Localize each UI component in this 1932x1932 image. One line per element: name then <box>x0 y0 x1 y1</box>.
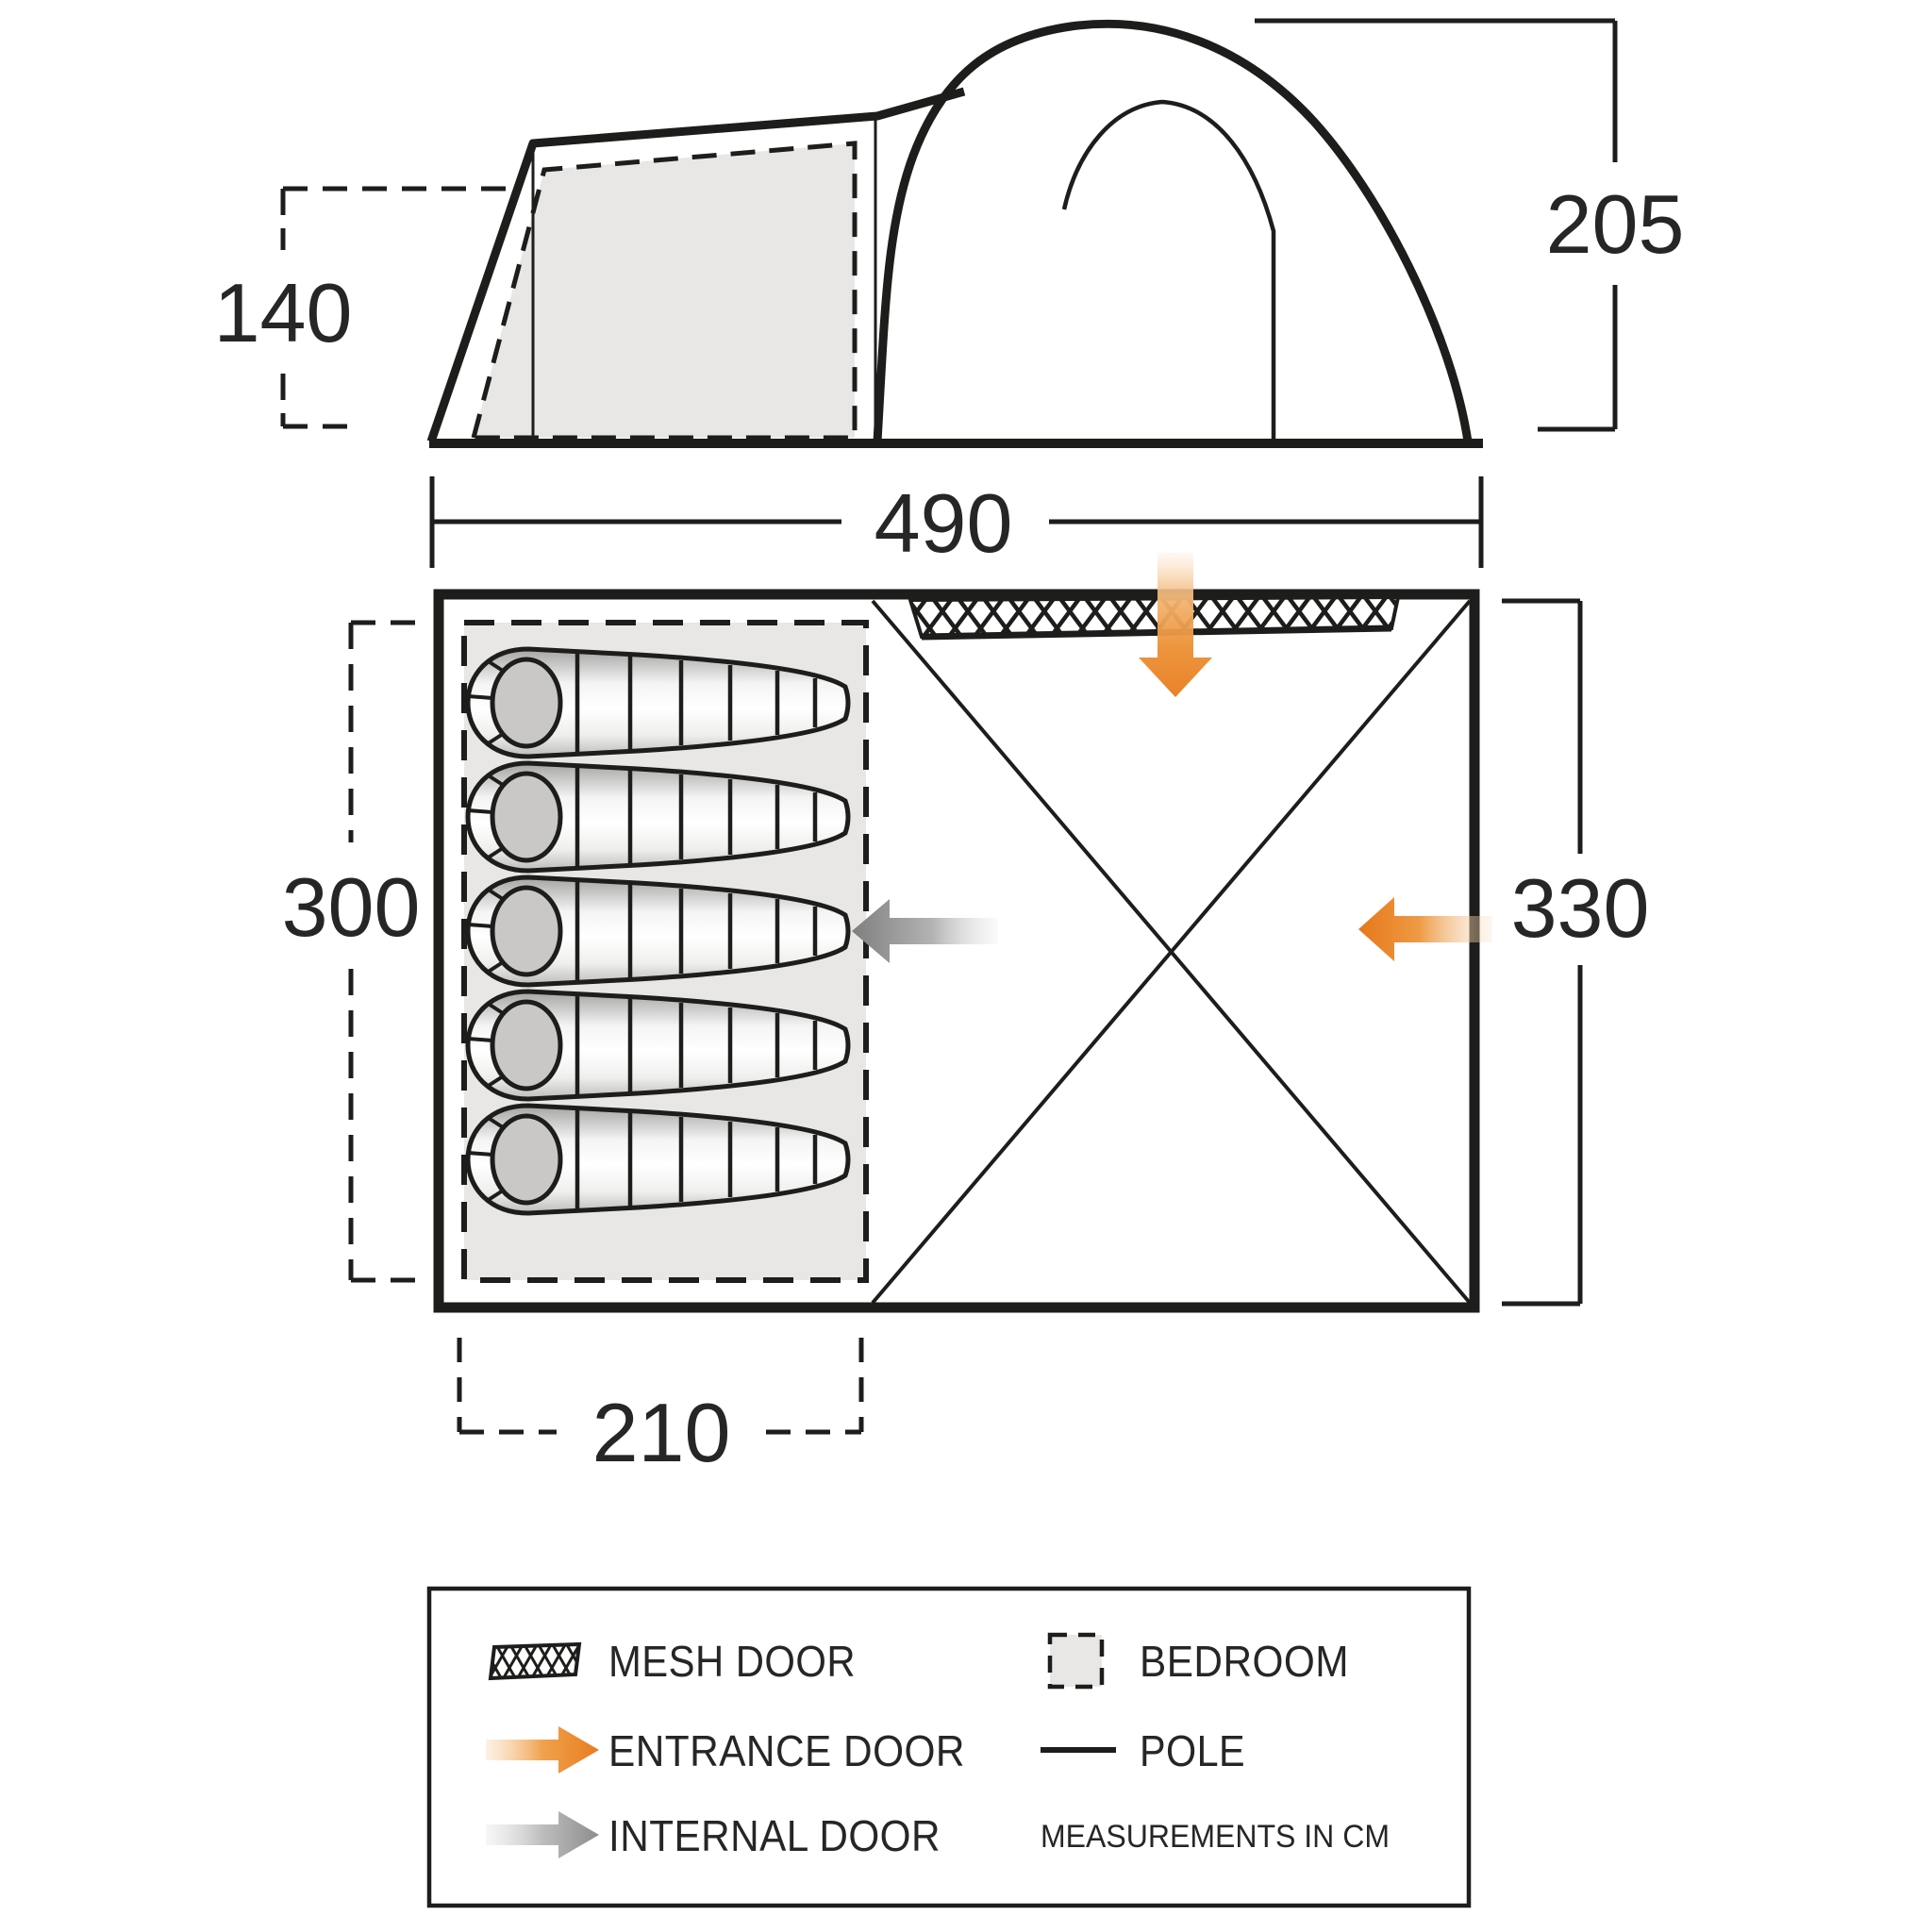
side-view-bedroom-area <box>474 143 855 438</box>
entrance-arrow-top <box>1139 553 1212 697</box>
main-height-label: 205 <box>1546 177 1685 271</box>
dimension-bedroom-width: 210 <box>457 1338 864 1479</box>
length-label: 490 <box>874 476 1013 570</box>
bedroom-swatch-icon <box>1047 1632 1105 1690</box>
internal-door-arrow-icon <box>486 1811 599 1858</box>
legend-internal-door-label: INTERNAL DOOR <box>608 1811 941 1860</box>
mesh-door-icon <box>488 1641 582 1681</box>
pole-diagonal-2 <box>871 599 1472 1305</box>
dimension-bedroom-depth: 300 <box>282 620 426 1283</box>
mesh-door-band <box>908 594 1401 641</box>
dome-door-arch <box>1061 99 1276 440</box>
dimension-living-depth: 330 <box>1502 598 1650 1307</box>
living-depth-label: 330 <box>1511 861 1650 955</box>
legend-measurements-note: MEASUREMENTS IN CM <box>1041 1819 1390 1855</box>
entrance-door-arrow-icon <box>486 1726 599 1774</box>
legend-mesh-door-label: MESH DOOR <box>608 1637 856 1686</box>
dimension-length: 490 <box>429 476 1484 570</box>
entrance-arrow-right <box>1358 897 1492 961</box>
porch-outline <box>426 87 966 443</box>
porch-height-label: 140 <box>214 266 353 359</box>
internal-door-arrow <box>852 899 998 963</box>
tent-side-view: 140 205 490 <box>214 18 1685 570</box>
legend-box: MESH DOOR BEDROOM ENTRANCE DOOR POLE INT… <box>426 1586 1472 1908</box>
bedroom-width-label: 210 <box>592 1386 731 1479</box>
legend-bedroom-label: BEDROOM <box>1140 1637 1349 1686</box>
dimension-porch-height: 140 <box>214 186 517 429</box>
bedroom-area <box>461 620 869 1283</box>
legend-pole-label: POLE <box>1140 1726 1245 1775</box>
bedroom-depth-label: 300 <box>282 860 421 954</box>
dimension-main-height: 205 <box>1255 18 1685 432</box>
legend-entrance-door-label: ENTRANCE DOOR <box>608 1726 965 1775</box>
tent-floor-plan: 300 330 210 <box>282 553 1650 1479</box>
dome-outline <box>873 19 1473 442</box>
